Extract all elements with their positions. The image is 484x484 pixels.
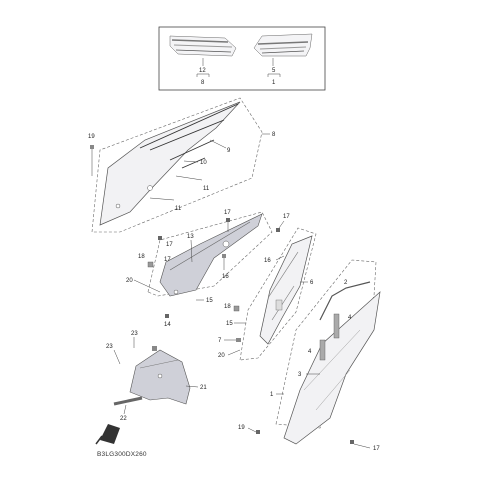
screw-icon (165, 314, 169, 318)
callout-4b: 4 (308, 349, 312, 355)
clip-icon (152, 346, 157, 351)
callout-8-inset: 8 (201, 80, 205, 86)
callout-11a: 11 (203, 186, 210, 192)
callout-20b: 20 (218, 353, 225, 359)
callout-4a: 4 (348, 315, 352, 321)
diagram-code: B3LG300DX260 (97, 451, 147, 458)
misc-callouts: 17 (164, 257, 171, 263)
callout-17c: 17 (283, 214, 290, 220)
callout-22: 22 (120, 416, 127, 422)
strip-4b (319, 339, 326, 361)
bolt-icon (350, 440, 354, 444)
right-decal (253, 33, 313, 57)
lower-cowl-group: 23 23 21 22 (106, 331, 207, 422)
callout-18b: 18 (224, 304, 231, 310)
callout-17d: 17 (164, 257, 171, 263)
strip-4a (333, 313, 340, 339)
callout-16b: 16 (264, 258, 271, 264)
bolt-icon (226, 218, 230, 222)
callout-6: 6 (310, 280, 314, 286)
side-fairing-1-group: 2 4 4 3 1 19 17 (238, 259, 381, 452)
callout-19b: 19 (238, 425, 245, 431)
callout-16a: 16 (222, 274, 229, 280)
clip-icon (236, 338, 241, 342)
callout-11b: 11 (175, 206, 182, 212)
callout-1-inset: 1 (272, 80, 276, 86)
callout-9: 9 (227, 148, 231, 154)
side-panel-6 (259, 235, 313, 345)
bolt-icon (158, 236, 162, 240)
callout-17e: 17 (373, 446, 380, 452)
grommet-icon (233, 305, 240, 312)
inner-panel-13 (159, 213, 263, 297)
clip-icon (222, 254, 226, 258)
callout-18a: 18 (138, 254, 145, 260)
callout-17b: 17 (224, 210, 231, 216)
callout-17a: 17 (166, 242, 173, 248)
callout-3: 3 (298, 372, 302, 378)
screw-icon (256, 430, 260, 434)
bolt-icon (276, 228, 280, 232)
callout-8: 8 (272, 132, 276, 138)
front-direction-icon (95, 424, 120, 445)
callout-21: 21 (200, 385, 207, 391)
upper-fairing-panel (99, 101, 241, 226)
callout-2: 2 (344, 280, 348, 286)
callout-1: 1 (270, 392, 274, 398)
callout-15a: 15 (206, 298, 213, 304)
callout-10: 10 (200, 160, 207, 166)
upper-fairing-group: 8 9 10 11 11 19 (88, 97, 276, 233)
side-panel-6-group: 6 16 18 15 7 20 (218, 227, 317, 361)
callout-12: 12 (199, 68, 206, 74)
grommet-icon (147, 261, 154, 268)
callout-5: 5 (272, 68, 276, 74)
middle-panel-group: 13 17 17 17 18 16 20 15 14 (126, 210, 290, 328)
fairing-stay-2 (319, 281, 371, 321)
callout-14: 14 (164, 322, 171, 328)
callout-7: 7 (218, 338, 222, 344)
callout-23a: 23 (131, 331, 138, 337)
decal-inset-box: 12 8 5 1 (158, 26, 326, 91)
callout-23b: 23 (106, 344, 113, 350)
side-fairing-1 (283, 291, 381, 445)
callout-20a: 20 (126, 278, 133, 284)
callout-15b: 15 (226, 321, 233, 327)
trim-strip-22 (113, 396, 143, 406)
callout-19a: 19 (88, 134, 95, 140)
screw-icon (90, 145, 94, 149)
callout-13: 13 (187, 234, 194, 240)
